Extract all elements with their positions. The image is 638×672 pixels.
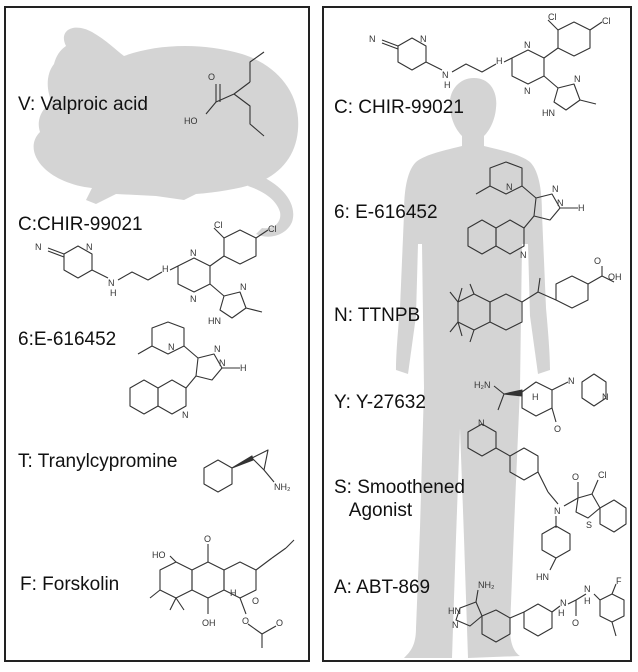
- svg-text:S: S: [586, 520, 592, 530]
- svg-text:O: O: [204, 534, 211, 544]
- svg-text:HN: HN: [536, 572, 549, 582]
- svg-text:F: F: [616, 576, 622, 586]
- svg-text:N: N: [420, 34, 427, 44]
- svg-text:HN: HN: [208, 316, 221, 326]
- svg-text:H₂N: H₂N: [474, 380, 491, 390]
- svg-text:Cl: Cl: [214, 220, 223, 230]
- svg-text:N: N: [552, 184, 559, 194]
- svg-text:N: N: [190, 294, 197, 304]
- svg-text:N: N: [442, 70, 449, 80]
- svg-text:N: N: [168, 342, 175, 352]
- mouse-silhouette-icon: [33, 27, 299, 237]
- svg-text:H: H: [558, 608, 565, 618]
- svg-text:O: O: [242, 616, 249, 626]
- human-silhouette-icon: [396, 78, 550, 658]
- svg-text:HO: HO: [152, 550, 166, 560]
- compound-label-valproic-acid: V: Valproic acid: [18, 94, 148, 115]
- e-616452-structure-human-icon: N N H N N: [467, 161, 585, 260]
- compound-label-chir-99021: C:CHIR-99021: [18, 214, 143, 235]
- compound-label-abt-869: A: ABT-869: [334, 577, 431, 598]
- compound-label-smoothened-agonist: S: Smoothened Agonist: [334, 477, 465, 521]
- svg-text:N: N: [214, 344, 221, 354]
- compound-label-e-616452: 6:E-616452: [18, 329, 117, 350]
- svg-text:N: N: [554, 506, 561, 516]
- svg-text:N: N: [574, 74, 581, 84]
- svg-text:O: O: [572, 472, 579, 482]
- svg-text:N: N: [506, 182, 513, 192]
- svg-text:N: N: [190, 248, 197, 258]
- svg-text:NH₂: NH₂: [478, 580, 495, 590]
- svg-text:H: H: [584, 596, 591, 606]
- svg-text:H: H: [240, 363, 247, 373]
- svg-text:N: N: [524, 40, 531, 50]
- svg-text:HN: HN: [448, 606, 461, 616]
- ttnpb-structure-icon: OH O: [449, 256, 622, 343]
- tranylcypromine-structure-icon: NH₂: [203, 449, 291, 493]
- svg-text:N: N: [369, 34, 376, 44]
- y-27632-structure-icon: H₂N H N O N: [474, 373, 609, 434]
- svg-text:O: O: [594, 256, 601, 266]
- svg-text:N: N: [478, 418, 485, 428]
- svg-text:H: H: [578, 203, 585, 213]
- svg-text:N: N: [108, 278, 115, 288]
- svg-text:H: H: [444, 80, 451, 90]
- svg-text:N: N: [452, 620, 459, 630]
- svg-text:Cl: Cl: [548, 12, 557, 22]
- forskolin-structure-icon: O O HO H OH O O: [149, 534, 295, 648]
- svg-text:N: N: [524, 86, 531, 96]
- svg-text:O: O: [252, 596, 259, 606]
- svg-text:N: N: [35, 242, 42, 252]
- svg-text:N: N: [602, 392, 609, 402]
- compound-label-e-616452-human: 6: E-616452: [334, 202, 438, 223]
- svg-text:N: N: [219, 358, 226, 368]
- abt-869-structure-icon: NH₂ HN N H N O N H F: [448, 576, 625, 643]
- svg-text:NH₂: NH₂: [274, 482, 291, 492]
- svg-text:N: N: [86, 242, 93, 252]
- compound-label-tranylcypromine: T: Tranylcypromine: [18, 451, 178, 472]
- svg-text:HN: HN: [542, 108, 555, 118]
- mouse-panel: V: Valproic acid O HO C:CHIR-99021 N N N…: [4, 6, 310, 662]
- chir-99021-structure-icon: N N N H H N N Cl Cl HN N: [35, 220, 277, 326]
- compound-label-y-27632: Y: Y-27632: [334, 392, 426, 413]
- svg-text:N: N: [240, 282, 247, 292]
- svg-text:O: O: [572, 618, 579, 628]
- svg-text:O: O: [208, 72, 215, 82]
- svg-text:Cl: Cl: [602, 16, 611, 26]
- svg-text:HO: HO: [184, 116, 198, 126]
- svg-text:H: H: [532, 392, 539, 402]
- smoothened-agonist-structure-icon: N N O S Cl HN: [467, 418, 627, 582]
- compound-label-chir-99021-human: C: CHIR-99021: [334, 97, 464, 118]
- svg-text:N: N: [182, 410, 189, 420]
- svg-text:Cl: Cl: [268, 224, 277, 234]
- human-panel: C: CHIR-99021 N N N H H N N Cl Cl HN N 6…: [322, 6, 632, 662]
- compound-label-ttnpb: N: TTNPB: [334, 305, 421, 326]
- svg-text:H: H: [496, 56, 503, 66]
- svg-text:N: N: [584, 584, 591, 594]
- svg-text:N: N: [568, 376, 575, 386]
- svg-text:N: N: [520, 250, 527, 260]
- svg-text:O: O: [554, 424, 561, 434]
- chir-99021-structure-human-icon: N N N H H N N Cl Cl HN N: [369, 12, 611, 118]
- svg-text:H: H: [162, 264, 169, 274]
- svg-text:N: N: [560, 598, 567, 608]
- svg-text:N: N: [557, 198, 564, 208]
- svg-text:H: H: [230, 588, 237, 598]
- svg-text:Cl: Cl: [598, 470, 607, 480]
- svg-text:OH: OH: [608, 272, 622, 282]
- svg-text:OH: OH: [202, 618, 216, 628]
- svg-text:O: O: [276, 618, 283, 628]
- e-616452-structure-icon: N N H N N: [129, 321, 247, 420]
- compound-label-forskolin: F: Forskolin: [20, 574, 120, 595]
- svg-text:H: H: [110, 288, 117, 298]
- valproic-acid-structure-icon: O HO: [184, 51, 265, 137]
